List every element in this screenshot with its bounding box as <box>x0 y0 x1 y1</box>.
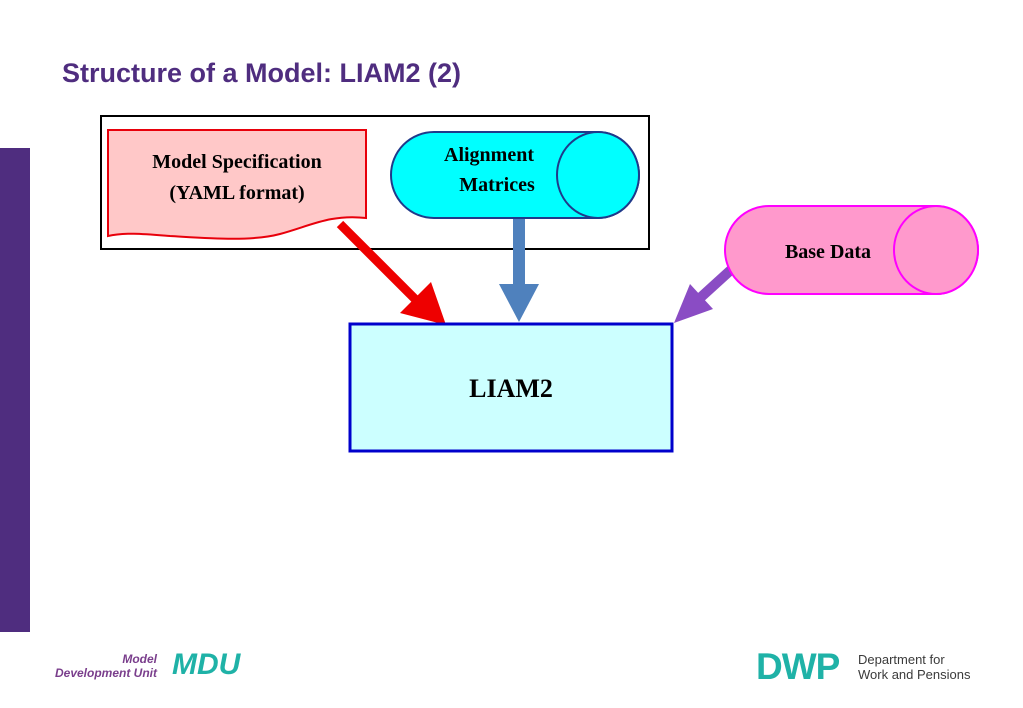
arrow-alignment-to-liam2 <box>499 219 539 322</box>
inputs-group-frame <box>100 115 650 250</box>
mdu-logo: MDU <box>172 648 241 681</box>
arrow-spec-to-liam2 <box>336 220 446 325</box>
dwp-line2: Work and Pensions <box>858 667 971 682</box>
mdu-full-name: Model Development Unit <box>55 652 157 680</box>
dwp-line1: Department for <box>858 652 945 667</box>
model-spec-label-line2: (YAML format) <box>169 182 304 204</box>
liam2-box: LIAM2 <box>348 322 674 453</box>
arrow-basedata-to-liam2 <box>674 264 737 323</box>
alignment-matrices-cylinder: Alignment Matrices <box>390 131 640 219</box>
model-specification-document: Model Specification (YAML format) <box>107 129 367 240</box>
dwp-full-name: Department for Work and Pensions <box>858 652 971 682</box>
dwp-logo: DWP <box>756 646 840 687</box>
mdu-line1: Model <box>122 652 157 666</box>
model-spec-label-line1: Model Specification <box>152 151 321 173</box>
liam2-label: LIAM2 <box>469 374 553 403</box>
mdu-line2: Development Unit <box>54 666 157 680</box>
base-data-cylinder: Base Data <box>724 205 979 295</box>
slide-title: Structure of a Model: LIAM2 (2) <box>62 58 462 88</box>
base-data-label: Base Data <box>785 241 871 263</box>
alignment-label-line1: Alignment <box>444 144 534 166</box>
side-accent-bar <box>0 148 30 632</box>
alignment-label-line2: Matrices <box>459 174 535 196</box>
